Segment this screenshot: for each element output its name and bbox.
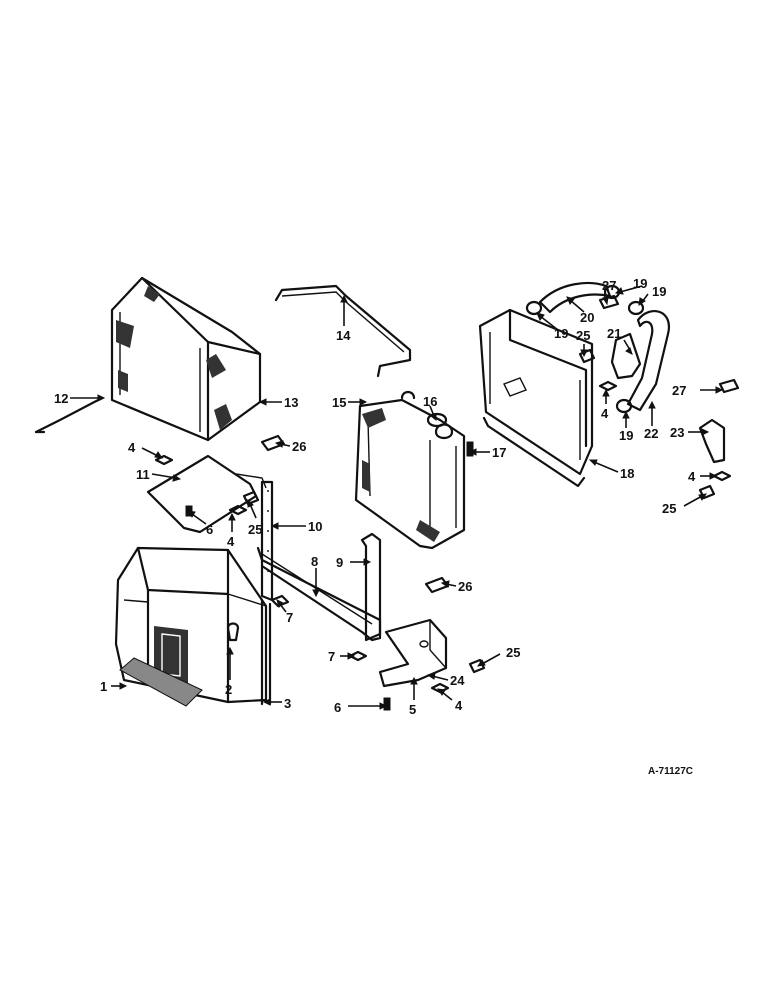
part-hose-22 — [626, 310, 671, 412]
callout-12: 12 — [54, 391, 68, 406]
part-petcock-17 — [466, 441, 474, 457]
callout-labels: 1 2 3 4 4 4 4 4 5 6 6 7 7 8 9 10 11 12 1… — [54, 276, 696, 717]
part-frame-8 — [256, 546, 382, 642]
part-bracket-21 — [610, 332, 642, 380]
part-rod-12 — [34, 396, 104, 434]
callout-26a: 26 — [292, 439, 306, 454]
part-hose-20 — [538, 281, 612, 314]
callout-19d: 19 — [619, 428, 633, 443]
callout-26b: 26 — [458, 579, 472, 594]
part-rail-9 — [360, 532, 382, 642]
callout-4a: 4 — [128, 440, 136, 455]
callout-25b: 25 — [576, 328, 590, 343]
callout-24: 24 — [450, 673, 465, 688]
callout-7b: 7 — [328, 649, 335, 664]
callout-15: 15 — [332, 395, 346, 410]
part-bracket-14 — [274, 284, 412, 378]
part-shroud-13 — [110, 276, 262, 442]
callout-6b: 6 — [334, 700, 341, 715]
callout-25a: 25 — [248, 522, 262, 537]
callout-27a: 27 — [602, 278, 616, 293]
callout-19b: 19 — [652, 284, 666, 299]
callout-25d: 25 — [506, 645, 520, 660]
callout-13: 13 — [284, 395, 298, 410]
callout-6a: 6 — [206, 522, 213, 537]
part-fan-shroud-18 — [478, 308, 594, 488]
part-cover-1 — [119, 657, 203, 707]
part-cap-16 — [426, 412, 448, 428]
callout-1: 1 — [100, 679, 107, 694]
part-bracket-24 — [378, 618, 448, 688]
callout-20: 20 — [580, 310, 594, 325]
callout-4e: 4 — [455, 698, 463, 713]
part-radiator-15 — [354, 390, 466, 550]
callout-4d: 4 — [688, 469, 696, 484]
callout-11: 11 — [136, 467, 150, 482]
leader-lines — [70, 285, 724, 710]
callout-4b: 4 — [227, 534, 235, 549]
callout-23: 23 — [670, 425, 684, 440]
callout-27b: 27 — [672, 383, 686, 398]
part-rail-10 — [260, 480, 274, 602]
callout-19c: 19 — [554, 326, 568, 341]
callout-14: 14 — [336, 328, 351, 343]
callout-3: 3 — [284, 696, 291, 711]
callout-2: 2 — [225, 682, 232, 697]
callout-17: 17 — [492, 445, 506, 460]
callout-22: 22 — [644, 426, 658, 441]
callout-16: 16 — [423, 394, 437, 409]
callout-5: 5 — [409, 702, 416, 717]
callout-8: 8 — [311, 554, 318, 569]
callout-18: 18 — [620, 466, 634, 481]
callout-21: 21 — [607, 326, 621, 341]
callout-9: 9 — [336, 555, 343, 570]
callout-19a: 19 — [633, 276, 647, 291]
callout-25c: 25 — [662, 501, 676, 516]
drawing-code: A-71127C — [648, 766, 693, 777]
callout-7a: 7 — [286, 610, 293, 625]
part-bracket-23 — [698, 418, 726, 464]
callout-10: 10 — [308, 519, 322, 534]
callout-4c: 4 — [601, 406, 609, 421]
